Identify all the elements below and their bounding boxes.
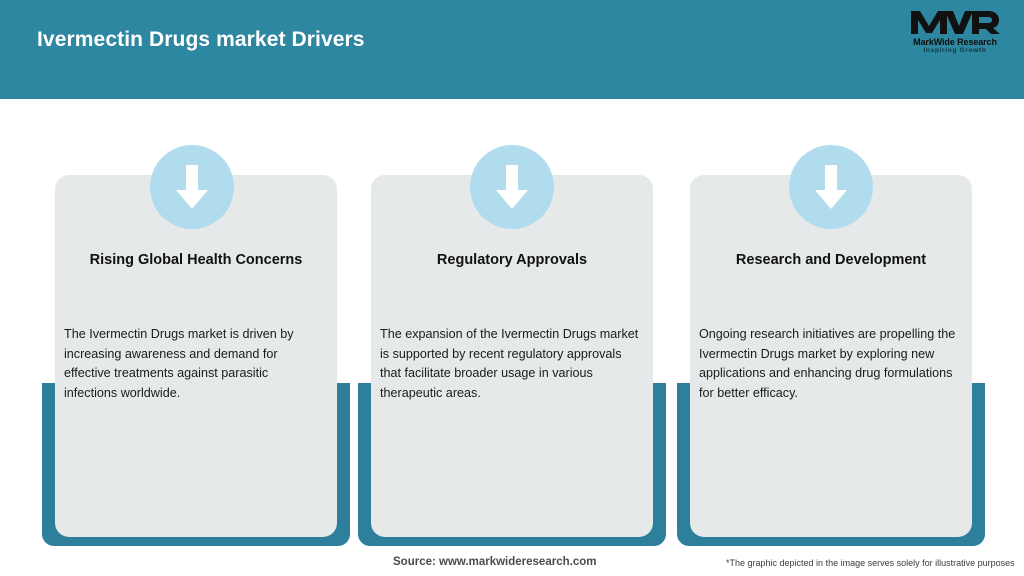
card-body-2: The expansion of the Ivermectin Drugs ma… <box>380 327 639 400</box>
down-arrow-icon-1 <box>150 145 234 229</box>
down-arrow-glyph-3 <box>815 165 847 209</box>
logo-company-name: MarkWide Research <box>913 37 997 47</box>
card-body-1: The Ivermectin Drugs market is driven by… <box>64 327 294 400</box>
down-arrow-glyph-1 <box>176 165 208 209</box>
card-title-3: Research and Development <box>735 252 927 268</box>
header-bar <box>0 0 1024 99</box>
disclaimer-label: *The graphic depicted in the image serve… <box>726 558 1015 568</box>
page-title: Ivermectin Drugs market Drivers <box>37 28 365 51</box>
down-arrow-icon-3 <box>789 145 873 229</box>
card-title-2: Regulatory Approvals <box>436 252 588 268</box>
down-arrow-glyph-2 <box>496 165 528 209</box>
driver-card-3[interactable]: Research and Development Ongoing researc… <box>690 175 972 537</box>
driver-card-1[interactable]: Rising Global Health Concerns The Iverme… <box>55 175 337 537</box>
driver-card-2[interactable]: Regulatory Approvals The expansion of th… <box>371 175 653 537</box>
logo-tagline: Inspiring Growth <box>923 47 987 54</box>
source-label: Source: www.markwideresearch.com <box>393 556 597 568</box>
card-title-1: Rising Global Health Concerns <box>89 252 303 268</box>
mwr-logo-icon <box>911 11 1000 34</box>
brand-logo: MarkWide Research Inspiring Growth <box>903 9 1007 57</box>
down-arrow-icon-2 <box>470 145 554 229</box>
card-body-3: Ongoing research initiatives are propell… <box>699 327 956 400</box>
